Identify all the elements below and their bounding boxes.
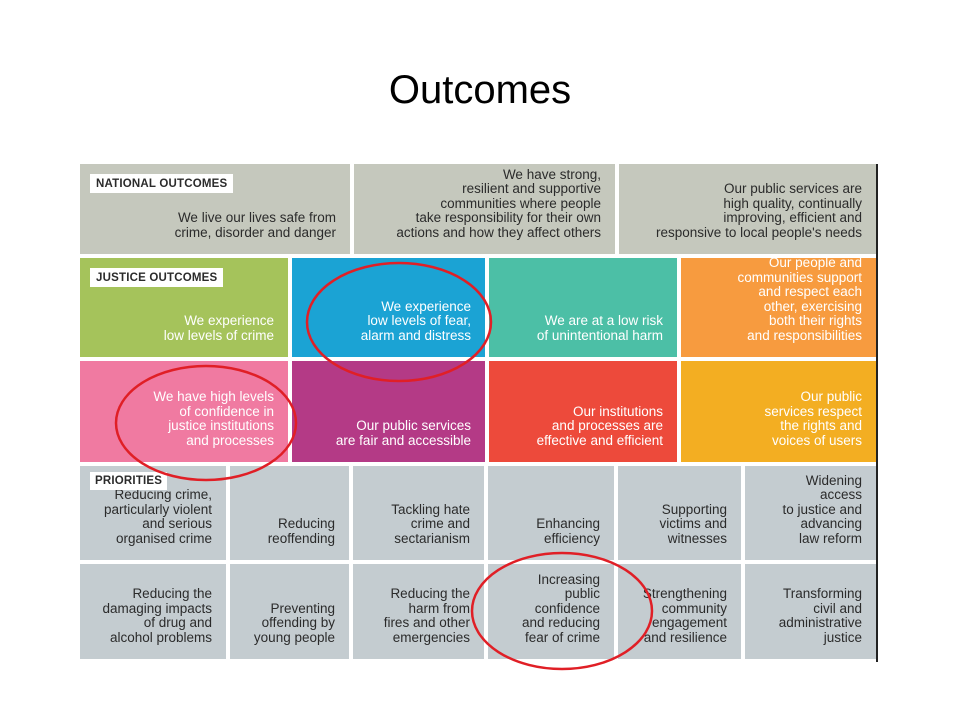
priority-text: Enhancing efficiency <box>536 516 600 546</box>
right-edge-rule <box>876 164 878 662</box>
justice-outcome-text: Our institutions and processes are effec… <box>536 403 663 448</box>
priority-text: Supporting victims and witnesses <box>659 501 727 546</box>
priority-fires-emergencies: Reducing the harm from fires and other e… <box>353 564 484 659</box>
priority-text: Reducing the damaging impacts of drug an… <box>102 586 212 645</box>
justice-outcome-text: We experience low levels of crime <box>163 313 274 343</box>
justice-outcome-harm: We are at a low risk of unintentional ha… <box>489 258 677 357</box>
priority-text: Strengthening community engagement and r… <box>642 586 727 645</box>
priorities-label: PRIORITIES <box>90 472 168 490</box>
priority-public-confidence: Increasing public confidence and reducin… <box>488 564 614 659</box>
justice-outcome-crime: JUSTICE OUTCOMES We experience low level… <box>80 258 288 357</box>
priority-text: Reducing the harm from fires and other e… <box>383 586 470 645</box>
priority-access-justice: Widening access to justice and advancing… <box>745 466 876 560</box>
justice-outcome-fair: Our public services are fair and accessi… <box>292 361 485 462</box>
priority-text: Preventing offending by young people <box>253 600 335 645</box>
priority-efficiency: Enhancing efficiency <box>488 466 614 560</box>
priority-victims: Supporting victims and witnesses <box>618 466 741 560</box>
slide-title: Outcomes <box>388 68 572 112</box>
justice-outcome-rights: Our public services respect the rights a… <box>681 361 876 462</box>
priority-text: Increasing public confidence and reducin… <box>521 571 600 645</box>
priority-text: Transforming civil and administrative ju… <box>778 586 862 645</box>
priority-reoffending: Reducing reoffending <box>230 466 349 560</box>
national-outcome-communities: We have strong, resilient and supportive… <box>354 164 615 254</box>
priority-hate-crime: Tackling hate crime and sectarianism <box>353 466 484 560</box>
priority-civil-justice: Transforming civil and administrative ju… <box>745 564 876 659</box>
national-outcome-text: We live our lives safe from crime, disor… <box>174 210 336 240</box>
priority-text: Widening access to justice and advancing… <box>782 472 862 546</box>
justice-outcome-support: Our people and communities support and r… <box>681 255 876 357</box>
national-outcome-text: We have strong, resilient and supportive… <box>396 166 601 240</box>
priority-drug-alcohol: Reducing the damaging impacts of drug an… <box>80 564 226 659</box>
priority-reducing-crime: PRIORITIES Reducing crime, particularly … <box>80 466 226 560</box>
justice-outcome-text: We have high levels of confidence in jus… <box>153 389 274 448</box>
priority-text: Reducing reoffending <box>267 516 335 546</box>
justice-outcome-confidence: We have high levels of confidence in jus… <box>80 361 288 462</box>
justice-outcome-text: Our public services are fair and accessi… <box>335 418 471 448</box>
priority-text: Reducing crime, particularly violent and… <box>103 487 212 546</box>
priority-text: Tackling hate crime and sectarianism <box>391 501 470 546</box>
justice-outcome-institutions: Our institutions and processes are effec… <box>489 361 677 462</box>
national-outcome-text: Our public services are high quality, co… <box>656 181 862 240</box>
national-outcome-public-services: Our public services are high quality, co… <box>619 164 876 254</box>
justice-outcome-text: Our public services respect the rights a… <box>764 389 862 448</box>
justice-outcome-text: We experience low levels of fear, alarm … <box>360 298 471 343</box>
outcomes-framework: NATIONAL OUTCOMES We live our lives safe… <box>80 164 880 662</box>
national-outcomes-label: NATIONAL OUTCOMES <box>90 174 234 193</box>
national-outcome-safety: NATIONAL OUTCOMES We live our lives safe… <box>80 164 350 254</box>
priority-young-people: Preventing offending by young people <box>230 564 349 659</box>
justice-outcomes-label: JUSTICE OUTCOMES <box>90 268 224 287</box>
justice-outcome-fear: We experience low levels of fear, alarm … <box>292 258 485 357</box>
justice-outcome-text: We are at a low risk of unintentional ha… <box>536 313 663 343</box>
priority-community-engagement: Strengthening community engagement and r… <box>618 564 741 659</box>
justice-outcome-text: Our people and communities support and r… <box>737 255 862 343</box>
